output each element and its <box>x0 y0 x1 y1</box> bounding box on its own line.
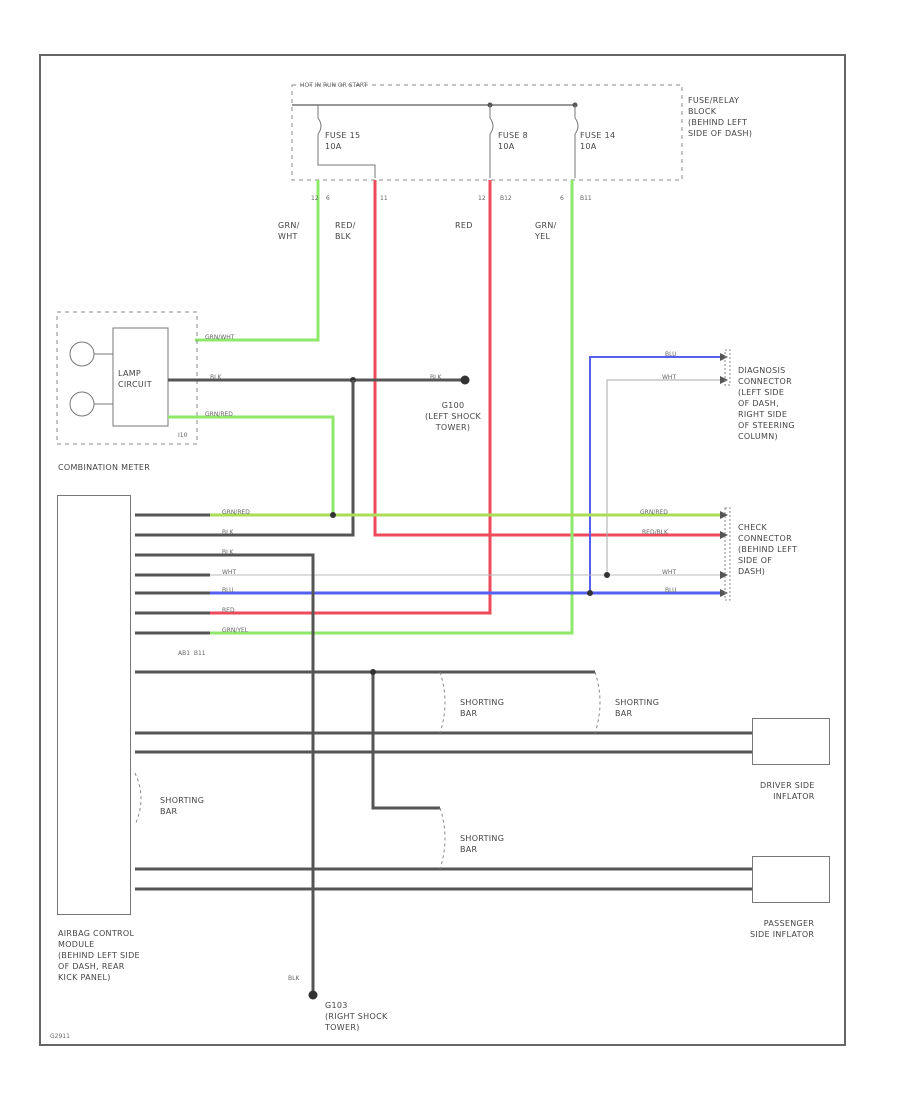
ground-g100-label: G100 (LEFT SHOCK TOWER) <box>425 401 482 432</box>
wire-color-red: RED <box>455 221 473 230</box>
pin-label: 6 <box>326 195 330 202</box>
passenger-inflator-box <box>752 856 830 903</box>
wire-grn-wht <box>195 180 320 342</box>
meter-wire-label: BLK <box>210 374 222 381</box>
ground-g103-wire-label: BLK <box>288 975 300 982</box>
driver-inflator-label: DRIVER SIDE INFLATOR <box>760 781 815 801</box>
shorting-bar-label: SHORTING BAR <box>460 698 505 718</box>
check-wire-label: BLU <box>665 587 677 594</box>
ground-g100-dot <box>460 375 470 385</box>
meter-wire-label: GRN/RED <box>205 411 233 418</box>
meter-wire-label: GRN/WHT <box>205 334 235 341</box>
wire-color-grn-wht: GRN/ WHT <box>278 221 300 241</box>
shorting-bar-label: SHORTING BAR <box>160 796 205 816</box>
fuse-block-outline <box>291 84 683 181</box>
module-pin-label: AB1 B11 <box>178 650 206 657</box>
module-wire-label: RED <box>222 607 235 614</box>
ground-g103-label: G103 (RIGHT SHOCK TOWER) <box>325 1001 388 1032</box>
ground-g100-wire-label: BLK <box>430 374 442 381</box>
diagram-id: G2911 <box>50 1033 70 1040</box>
wire-color-red-blk: RED/ BLK <box>335 221 356 241</box>
module-wire-label: WHT <box>222 569 237 576</box>
combination-meter-label: COMBINATION METER <box>58 463 151 472</box>
fuse-8-label: FUSE 8 10A <box>498 131 529 151</box>
lamp-1 <box>69 341 95 367</box>
wire-grn-red-meter <box>168 415 335 515</box>
check-wire-label: GRN/RED <box>640 509 668 516</box>
lamp-circuit-box <box>112 327 169 427</box>
wire-red-blk <box>373 180 720 537</box>
shorting-bar-label: SHORTING BAR <box>460 834 505 854</box>
module-wire-label: BLK <box>222 549 234 556</box>
module-wire-label: BLU <box>222 587 234 594</box>
fuse-14-label: FUSE 14 10A <box>580 131 616 151</box>
check-connector-outline <box>724 507 731 601</box>
wire-color-grn-yel: GRN/ YEL <box>535 221 557 241</box>
pin-label: 11 <box>380 195 388 202</box>
fuse-15-label: FUSE 15 10A <box>325 131 361 151</box>
airbag-module-box <box>57 495 131 915</box>
pin-label: B11 <box>580 195 592 202</box>
driver-inflator-box <box>752 718 830 765</box>
wire-red <box>210 180 492 615</box>
wire-grn-yel <box>210 180 574 635</box>
wire-blu-diag <box>589 356 720 593</box>
shorting-bar-label: SHORTING BAR <box>615 698 660 718</box>
module-wire-label: BLK <box>222 529 234 536</box>
pin-label: B12 <box>500 195 512 202</box>
airbag-module-label: AIRBAG CONTROL MODULE (BEHIND LEFT SIDE … <box>58 929 140 982</box>
lamp-circuit-label: LAMP CIRCUIT <box>118 369 152 389</box>
fuse-block-header: HOT IN RUN OR START <box>300 82 368 89</box>
pin-label: 12 <box>311 195 319 202</box>
diag-wire-label: WHT <box>662 374 677 381</box>
diag-wire-label: BLU <box>665 351 677 358</box>
module-wire-label: GRN/YEL <box>222 627 249 634</box>
ground-g103-dot <box>308 990 318 1000</box>
fuse-relay-block-label: FUSE/RELAY BLOCK (BEHIND LEFT SIDE OF DA… <box>688 96 753 138</box>
meter-pin-label: I10 <box>178 432 188 439</box>
passenger-inflator-label: PASSENGER SIDE INFLATOR <box>750 919 815 939</box>
pin-label: 6 <box>560 195 564 202</box>
lamp-2 <box>69 391 95 417</box>
check-wire-label: WHT <box>662 569 677 576</box>
module-wire-label: GRN/RED <box>222 509 250 516</box>
diagnosis-connector-label: DIAGNOSIS CONNECTOR (LEFT SIDE OF DASH, … <box>738 366 795 441</box>
pin-label: 12 <box>478 195 486 202</box>
diagram-frame <box>39 54 846 1046</box>
check-wire-label: RED/BLK <box>642 529 668 536</box>
check-connector-label: CHECK CONNECTOR (BEHIND LEFT SIDE OF DAS… <box>738 523 798 576</box>
wire-wht-diag <box>606 379 720 575</box>
